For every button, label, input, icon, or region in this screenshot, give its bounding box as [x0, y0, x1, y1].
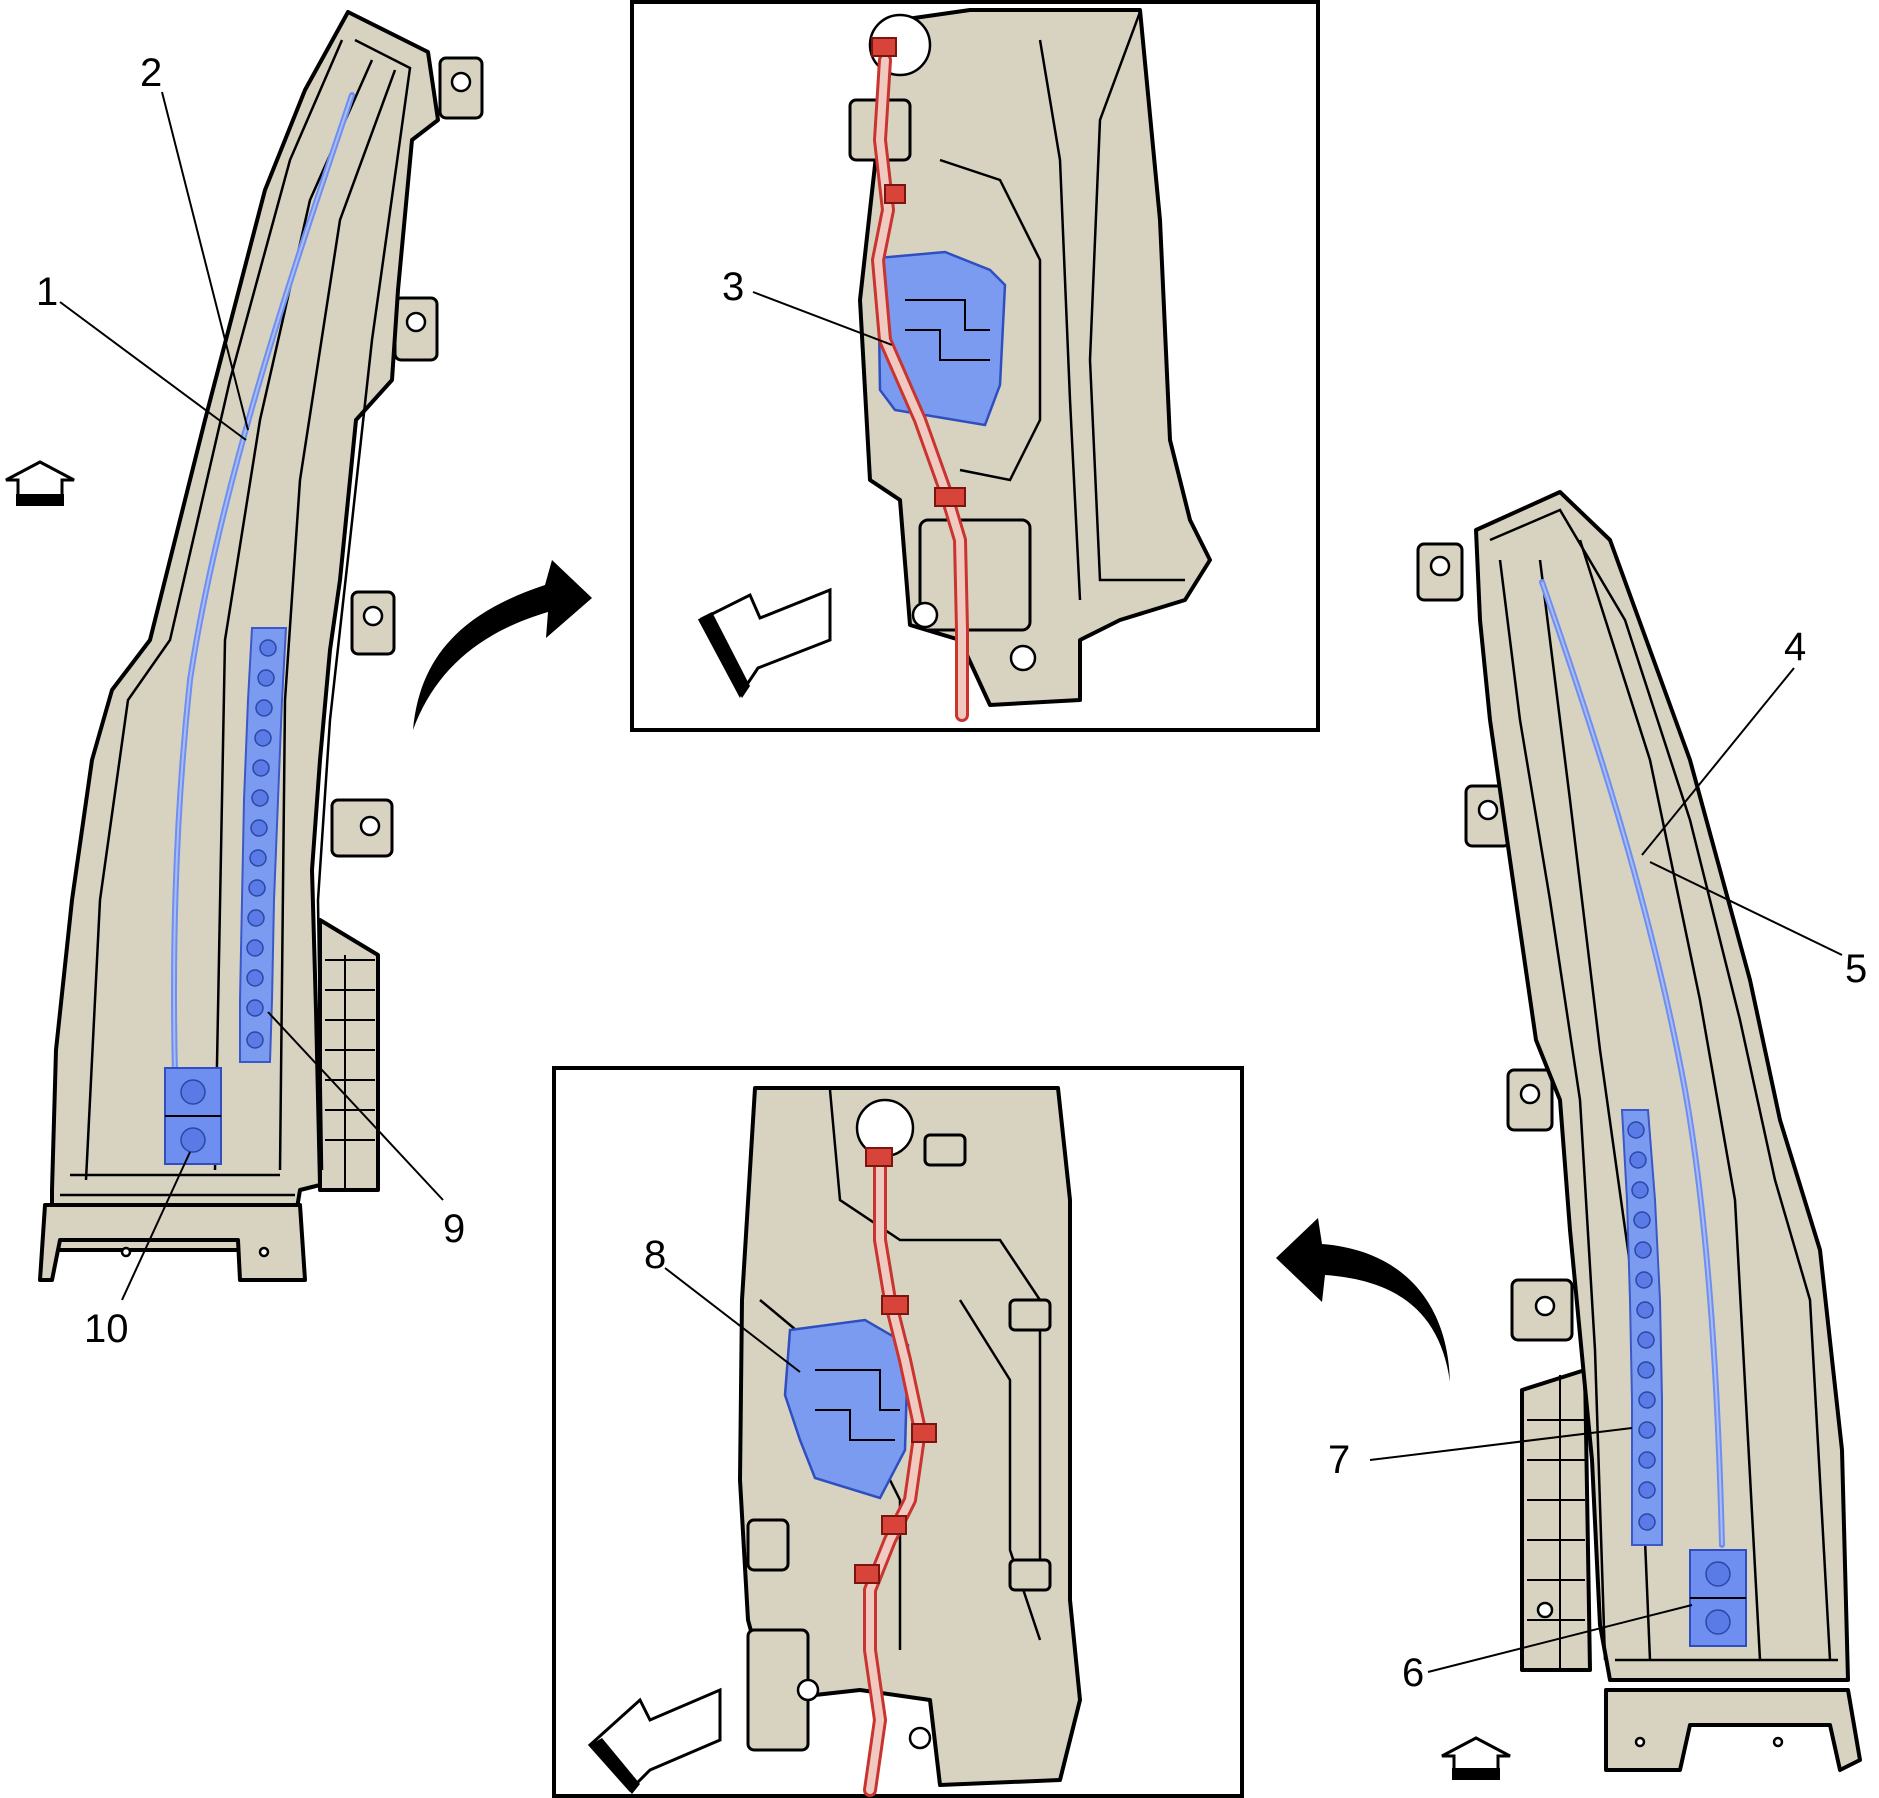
right-lamp-base	[1604, 1658, 1862, 1772]
curved-arrow-icon	[413, 560, 592, 730]
left-lamp-led-strip	[239, 627, 288, 1063]
top-inset-panel	[630, 0, 1320, 732]
callout-1: 1	[36, 270, 58, 314]
callout-labels: 1 2 3 4 5 6 7 8 9 10	[36, 51, 1867, 1695]
bottom-inset-harness	[854, 1147, 937, 1797]
left-lamp-base	[38, 1173, 307, 1282]
up-arrow-icon	[5, 460, 75, 500]
callout-7: 7	[1328, 1438, 1350, 1482]
up-arrow-icon	[1441, 1736, 1511, 1774]
curved-arrow-icon	[1276, 1218, 1450, 1382]
callout-4: 4	[1784, 625, 1806, 669]
top-inset-module	[876, 250, 1007, 427]
right-lamp-assembly	[1416, 490, 1862, 1780]
left-lamp-housing	[50, 10, 440, 1252]
callout-3: 3	[722, 265, 744, 309]
callout-2: 2	[140, 51, 162, 95]
left-lamp-light-pipe	[170, 92, 355, 1078]
leader-lines	[59, 91, 1843, 1673]
diagonal-arrow-icon	[587, 1687, 722, 1794]
right-lamp-bracket	[1520, 1368, 1592, 1672]
callout-9: 9	[443, 1207, 465, 1251]
callout-6: 6	[1402, 1651, 1424, 1695]
right-lamp-light-pipe	[1539, 579, 1725, 1548]
bottom-inset-module	[783, 1318, 910, 1500]
left-lamp-mount-tabs	[330, 56, 484, 858]
bottom-inset-panel	[552, 1066, 1244, 1798]
left-lamp-assembly	[5, 10, 484, 1282]
callout-5: 5	[1845, 947, 1867, 991]
top-inset-harness	[871, 37, 969, 722]
right-lamp-mount-tabs	[1416, 542, 1574, 1342]
right-lamp-rim	[1489, 508, 1832, 1661]
callout-10: 10	[84, 1307, 129, 1351]
right-lamp-led-board	[1689, 1549, 1747, 1647]
left-lamp-bracket	[318, 918, 380, 1192]
right-lamp-led-strip	[1620, 1109, 1663, 1546]
left-lamp-rim	[84, 38, 412, 1181]
bottom-inset-housing	[738, 1086, 1082, 1787]
callout-8: 8	[644, 1233, 666, 1277]
left-lamp-led-board	[164, 1067, 222, 1165]
diagonal-arrow-icon	[697, 587, 832, 698]
